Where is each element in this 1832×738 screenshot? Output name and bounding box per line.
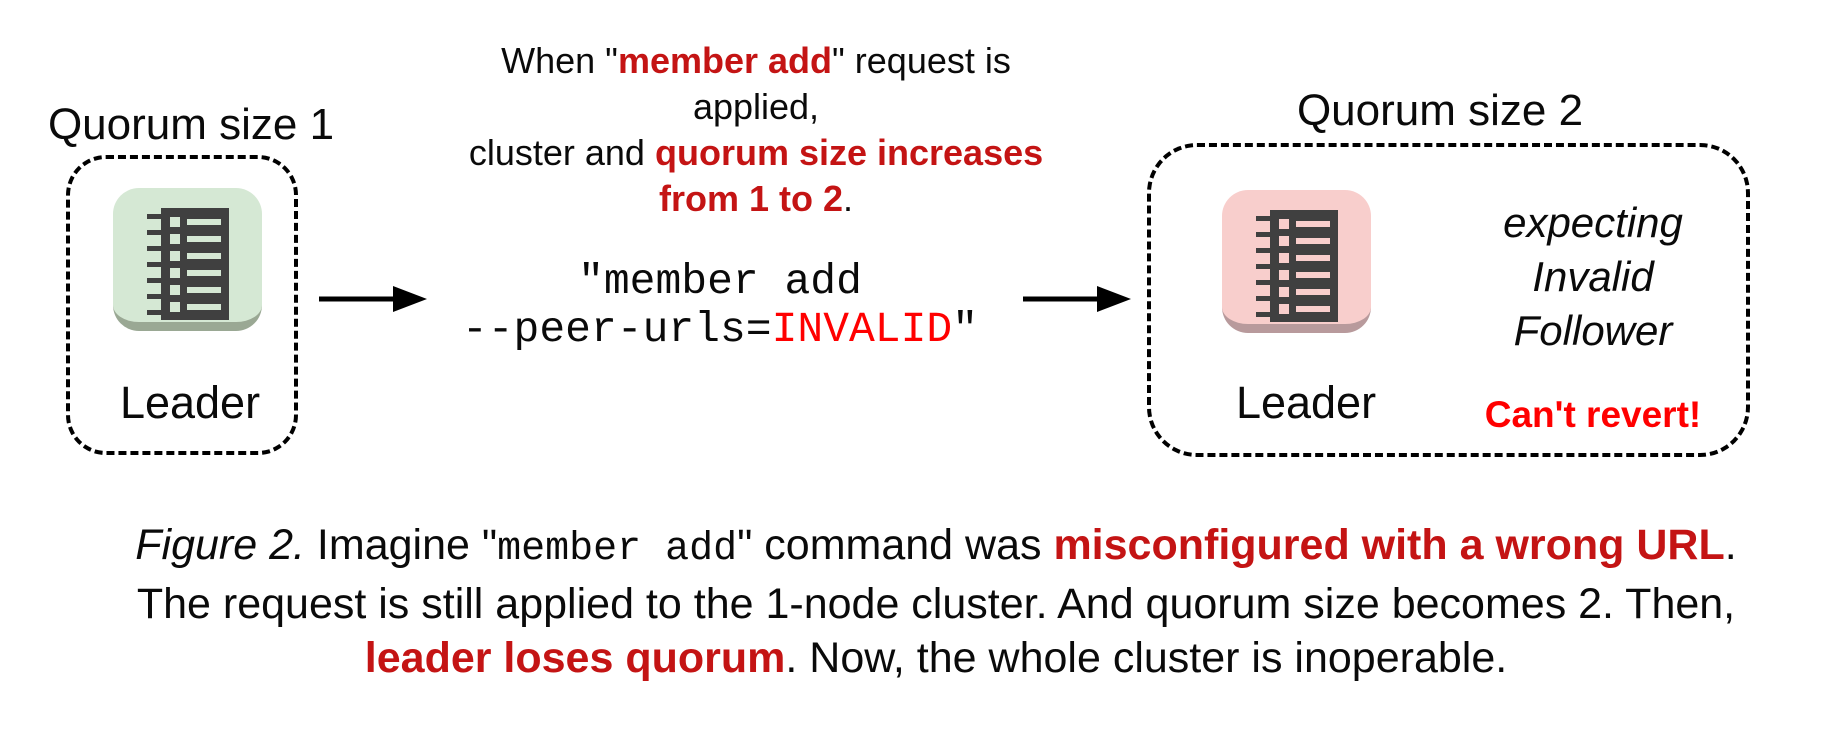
ledger-icon [147, 208, 229, 320]
caption-line-2: The request is still applied to the 1-no… [136, 580, 1736, 628]
caption-line-3: leader loses quorum. Now, the whole clus… [364, 634, 1508, 682]
left-node-label: Leader [119, 377, 261, 428]
cant-revert-warning: Can't revert! [1484, 394, 1702, 435]
leader-node-icon-pink [1222, 190, 1371, 333]
caption-member-add-code: member add [497, 527, 738, 572]
annotation-line-1: When "member add" request is applied, [501, 40, 1011, 127]
from-1-to-2-emphasis: from 1 to 2 [658, 178, 843, 219]
left-quorum-box [66, 155, 298, 455]
arrow-right-icon [317, 282, 427, 316]
annotation-line-2: cluster and quorum size increases [468, 132, 1044, 173]
arrow-right-icon [1021, 282, 1131, 316]
right-node-label: Leader [1235, 377, 1377, 428]
misconfigured-emphasis: misconfigured with a wrong URL [1053, 521, 1725, 569]
leader-node-icon-green [113, 188, 262, 331]
figure-caption: Figure 2. Imagine "member add" command w… [40, 518, 1832, 685]
figure-number: Figure 2. [135, 521, 305, 569]
expecting-invalid-follower-text: expecting Invalid Follower [1503, 199, 1683, 354]
member-add-annotation: When "member add" request is applied, cl… [456, 38, 1056, 222]
caption-line-1: Figure 2. Imagine "member add" command w… [135, 521, 1737, 572]
invalid-url-text: INVALID [771, 305, 953, 354]
quorum-increase-emphasis: quorum size increases [654, 132, 1044, 173]
command-line-1: "member add [578, 257, 862, 306]
right-quorum-box [1147, 143, 1750, 457]
right-cluster-title: Quorum size 2 [1296, 86, 1584, 135]
member-add-command: "member add --peer-urls=INVALID" [440, 258, 1000, 354]
command-line-2: --peer-urls=INVALID" [461, 305, 979, 354]
leader-loses-quorum-emphasis: leader loses quorum [364, 634, 786, 682]
ledger-icon [1256, 210, 1338, 322]
member-add-emphasis: member add [617, 40, 833, 81]
left-cluster-title: Quorum size 1 [47, 100, 335, 149]
annotation-line-3: from 1 to 2. [658, 178, 854, 219]
